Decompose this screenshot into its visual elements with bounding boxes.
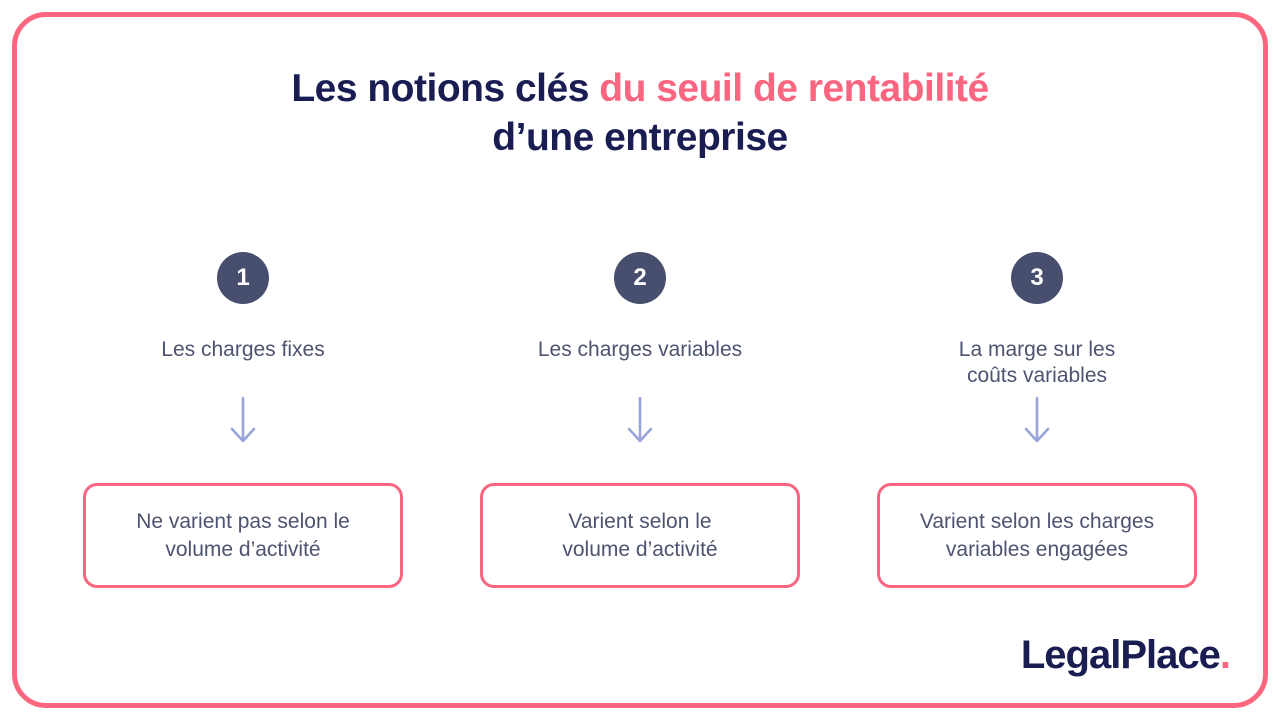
arrow-down-icon <box>230 396 256 443</box>
step-label-line: coûts variables <box>966 364 1108 388</box>
step-label-line: Les charges variables <box>537 338 743 361</box>
step-number: 3 <box>1030 264 1044 291</box>
description-line: Varient selon les charges <box>919 510 1155 534</box>
description-text: Ne varient pas selon le volume d’activit… <box>136 508 350 563</box>
step-column-2: 2 Les charges variables Varient selon le… <box>479 252 801 588</box>
step-column-3: 3 La marge sur les coûts variables Varie… <box>876 252 1198 588</box>
steps-row: 1 Les charges fixes Ne varient pas selon… <box>0 252 1280 588</box>
logo-dot: . <box>1219 633 1231 677</box>
legalplace-logo: LegalPlace. <box>1020 633 1231 678</box>
step-label-line: La marge sur les <box>958 338 1116 361</box>
step-label: Les charges fixes <box>161 337 324 396</box>
step-number-badge: 1 <box>217 252 269 304</box>
step-label: Les charges variables <box>538 337 742 396</box>
description-box: Varient selon les charges variables enga… <box>877 483 1197 588</box>
description-line: variables engagées <box>945 537 1129 561</box>
title-part-navy: Les notions clés <box>291 67 589 110</box>
arrow-down-icon <box>1024 396 1050 443</box>
title-line2: d’une entreprise <box>492 116 788 160</box>
step-number-badge: 2 <box>614 252 666 304</box>
step-number: 2 <box>633 264 647 291</box>
description-text: Varient selon les charges variables enga… <box>920 508 1154 563</box>
description-line: Ne varient pas selon le <box>136 510 350 534</box>
page-title: Les notions clés du seuil de rentabilité… <box>0 64 1280 162</box>
description-box: Ne varient pas selon le volume d’activit… <box>83 483 403 588</box>
description-line: volume d’activité <box>165 537 321 561</box>
step-label: La marge sur les coûts variables <box>959 337 1115 396</box>
arrow-down-icon <box>627 396 653 443</box>
description-line: Varient selon le <box>568 510 712 534</box>
step-column-1: 1 Les charges fixes Ne varient pas selon… <box>82 252 404 588</box>
step-label-line: Les charges fixes <box>161 338 325 361</box>
description-text: Varient selon le volume d’activité <box>562 508 717 563</box>
step-number: 1 <box>236 264 250 291</box>
logo-text: LegalPlace <box>1020 633 1221 677</box>
step-number-badge: 3 <box>1011 252 1063 304</box>
description-box: Varient selon le volume d’activité <box>480 483 800 588</box>
description-line: volume d’activité <box>562 537 718 561</box>
title-part-pink: du seuil de rentabilité <box>599 67 989 110</box>
